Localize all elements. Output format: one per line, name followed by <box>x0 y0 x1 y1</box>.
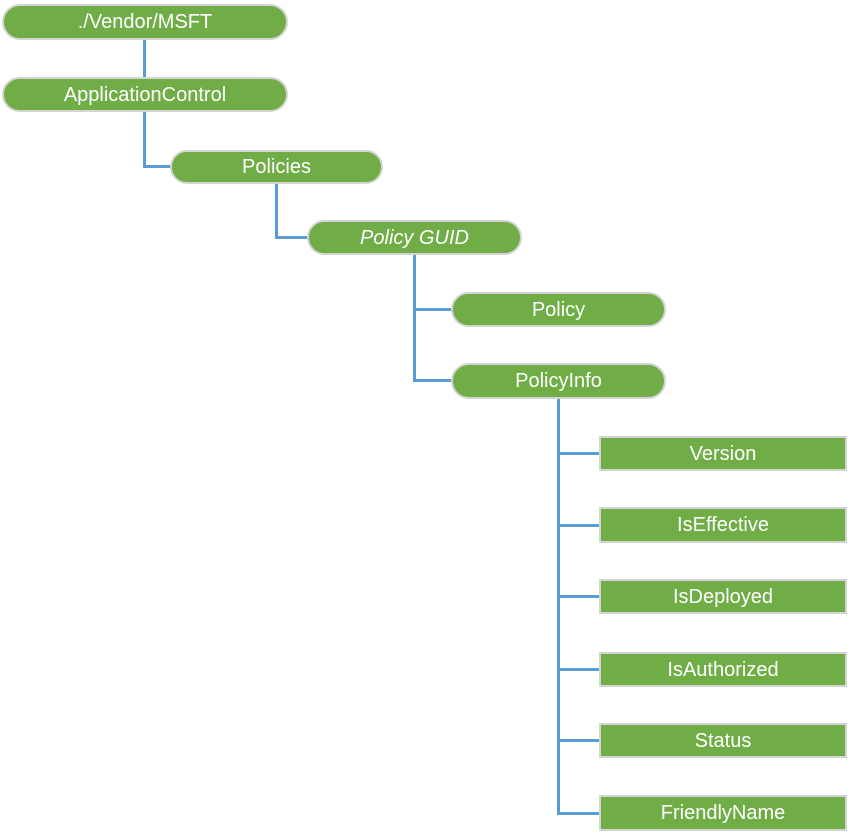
connector-policyguid-policyinfo-horizontal <box>413 379 453 382</box>
connector-policies-policyguid-vertical <box>275 184 278 239</box>
node-application-control: ApplicationControl <box>2 77 288 112</box>
connector-policies-policyguid-horizontal <box>275 236 309 239</box>
node-label: ApplicationControl <box>63 83 227 106</box>
node-friendly-name: FriendlyName <box>599 795 847 831</box>
node-label: IsAuthorized <box>667 658 779 681</box>
connector-policyinfo-friendlyname-horizontal <box>557 812 601 815</box>
node-status: Status <box>599 723 847 758</box>
connector-policyguid-policy-horizontal <box>413 308 453 311</box>
connector-policyinfo-version-horizontal <box>557 452 601 455</box>
node-label: Status <box>694 729 752 752</box>
connector-applicationcontrol-policies-vertical <box>143 112 146 168</box>
node-label: IsEffective <box>677 514 769 536</box>
node-label: Policy <box>531 298 586 321</box>
node-policies: Policies <box>170 150 383 184</box>
connector-policyinfo-status-horizontal <box>557 739 601 742</box>
node-is-deployed: IsDeployed <box>599 579 847 614</box>
node-is-authorized: IsAuthorized <box>599 652 847 687</box>
node-policy-info: PolicyInfo <box>451 363 666 399</box>
connector-policyguid-children-vertical <box>413 255 416 382</box>
node-policy-guid: Policy GUID <box>307 220 522 255</box>
node-is-effective: IsEffective <box>599 507 847 543</box>
node-policy: Policy <box>451 292 666 327</box>
connector-policyinfo-isauthorized-horizontal <box>557 668 601 671</box>
node-label: Policies <box>242 156 311 178</box>
connector-policyinfo-iseffective-horizontal <box>557 524 601 527</box>
node-label: IsDeployed <box>672 585 774 608</box>
node-version: Version <box>599 436 847 471</box>
node-label: PolicyInfo <box>515 370 602 392</box>
node-label: FriendlyName <box>660 802 786 824</box>
node-label: ./Vendor/MSFT <box>77 11 213 33</box>
connector-applicationcontrol-policies-horizontal <box>143 165 172 168</box>
node-label: Version <box>689 442 757 465</box>
connector-policyinfo-children-vertical <box>557 399 560 815</box>
connector-policyinfo-isdeployed-horizontal <box>557 595 601 598</box>
node-vendor-msft: ./Vendor/MSFT <box>2 4 288 40</box>
node-label: Policy GUID <box>360 226 469 249</box>
connector-vendormsft-applicationcontrol <box>143 40 146 78</box>
